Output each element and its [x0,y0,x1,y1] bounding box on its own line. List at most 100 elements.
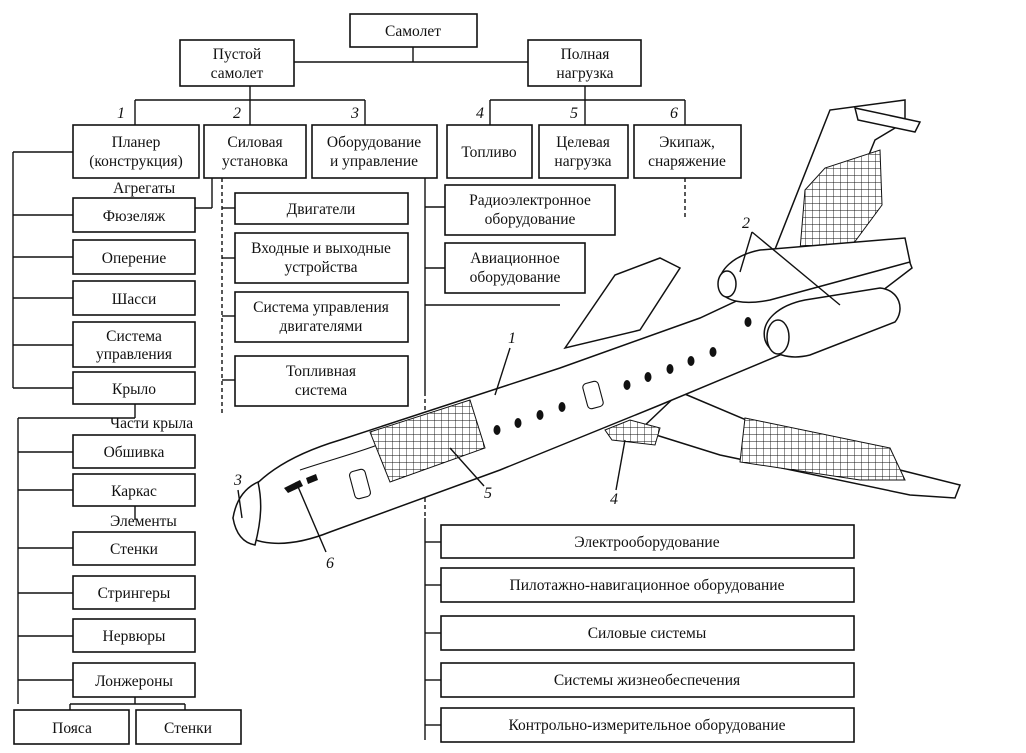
node-crew: Экипаж, снаряжение [633,124,742,179]
wing-structure [739,417,906,481]
svg-text:Топливо: Топливо [461,144,517,161]
svg-text:оборудование: оборудование [485,211,576,228]
svg-text:управления: управления [96,346,172,363]
svg-text:Крыло: Крыло [112,381,156,398]
callout-4: 4 [610,491,618,508]
svg-text:Контрольно-измерительное обору: Контрольно-измерительное оборудование [508,717,785,734]
element-spars: Лонжероны [72,662,196,698]
group-num-2: 2 [233,105,241,122]
svg-text:Пилотажно-навигационное оборуд: Пилотажно-навигационное оборудование [510,577,785,594]
svg-text:Двигатели: Двигатели [287,201,356,218]
group-num-6: 6 [670,105,678,122]
aircraft-callouts: 1 2 3 4 5 6 [233,215,841,572]
eq-electrical: Электрооборудование [440,524,855,559]
cabin-windows [493,317,752,435]
svg-text:нагрузка: нагрузка [554,153,611,170]
svg-text:Экипаж,: Экипаж, [659,134,715,151]
eq-flight-navigation: Пилотажно-навигационное оборудование [440,567,855,603]
group-num-3: 3 [350,105,359,122]
node-root: Самолет [349,13,478,48]
svg-text:двигателями: двигателями [280,318,363,335]
svg-text:Стрингеры: Стрингеры [98,585,171,602]
node-fuel: Топливо [446,124,533,179]
pp-engine-control: Система управления двигателями [234,291,409,343]
forward-door [348,468,372,500]
lower-engine-nacelle [763,287,901,358]
cockpit-window [284,480,303,493]
svg-text:система: система [295,382,347,399]
node-airframe: Планер (конструкция) [72,124,200,179]
spar-part-caps: Пояса [13,709,130,745]
node-full-payload: Полная нагрузка [527,39,642,87]
wing-part-frame: Каркас [72,473,196,507]
svg-text:Лонжероны: Лонжероны [95,673,173,690]
units-label: Агрегаты [113,180,176,197]
gear-bay [604,419,661,446]
pp-intake-exhaust: Входные и выходные устройства [234,232,409,284]
group-num-5: 5 [570,105,578,122]
element-ribs: Нервюры [72,618,196,653]
svg-text:Шасси: Шасси [112,291,157,308]
wing-parts-label: Части крыла [110,415,193,432]
unit-fuselage: Фюзеляж [72,197,196,233]
element-webs: Стенки [72,531,196,566]
callout-5: 5 [484,485,492,502]
node-payload-line1: Полная [561,46,610,63]
group-num-4: 4 [476,105,484,122]
svg-text:Стенки: Стенки [164,720,212,737]
nose-cone [232,480,262,546]
svg-text:устройства: устройства [284,259,357,276]
tree-connectors [12,47,686,740]
eq-radioelectronic: Радиоэлектронное оборудование [444,184,616,236]
svg-text:Пояса: Пояса [52,720,92,737]
svg-text:Оперение: Оперение [102,250,167,267]
svg-text:Каркас: Каркас [111,483,157,500]
svg-text:Авиационное: Авиационное [470,250,560,267]
node-payload-line2: нагрузка [556,65,613,82]
svg-text:Силовая: Силовая [227,134,282,151]
rear-door [582,380,604,410]
svg-text:Целевая: Целевая [556,134,610,151]
node-power-plant: Силовая установка [203,124,307,179]
group-numbers: 1 2 3 4 5 6 [117,105,678,122]
element-stringers: Стрингеры [72,575,196,610]
pp-fuel-system: Топливная система [234,355,409,407]
svg-text:и управление: и управление [330,153,418,170]
elements-label: Элементы [110,513,177,530]
svg-text:установка: установка [222,153,288,170]
group-num-1: 1 [117,105,125,122]
svg-text:Нервюры: Нервюры [103,628,166,645]
svg-text:Силовые системы: Силовые системы [588,625,707,642]
svg-text:Электрооборудование: Электрооборудование [574,534,719,551]
svg-text:Обшивка: Обшивка [104,444,165,461]
unit-landing-gear: Шасси [72,280,196,316]
svg-text:снаряжение: снаряжение [648,153,726,170]
engine-intake [766,319,790,355]
eq-power-systems: Силовые системы [440,615,855,651]
eq-aviation: Авиационное оборудование [444,242,586,294]
node-target-payload: Целевая нагрузка [538,124,629,179]
cabin-cutaway [369,399,486,483]
node-equipment: Оборудование и управление [311,124,438,179]
svg-text:Система управления: Система управления [253,299,389,316]
aircraft-illustration: 1 2 3 4 5 6 [232,99,962,572]
eq-life-support: Системы жизнеобеспечения [440,662,855,698]
svg-text:Планер: Планер [112,134,161,151]
cockpit-window [306,474,318,484]
node-empty-aircraft: Пустой самолет [179,39,295,87]
svg-text:оборудование: оборудование [470,269,561,286]
callout-3: 3 [233,472,242,489]
svg-text:Входные и выходные: Входные и выходные [251,240,391,257]
svg-text:Стенки: Стенки [110,541,158,558]
callout-6: 6 [326,555,334,572]
svg-text:Система: Система [106,328,162,345]
node-empty-line1: Пустой [213,46,261,63]
svg-text:Системы жизнеобеспечения: Системы жизнеобеспечения [554,672,740,689]
wing-part-skin: Обшивка [72,434,196,469]
engine-intake [717,270,737,298]
far-wing [563,257,682,350]
horizontal-tail [853,107,922,133]
callout-1: 1 [508,330,516,347]
svg-text:Фюзеляж: Фюзеляж [103,208,166,225]
